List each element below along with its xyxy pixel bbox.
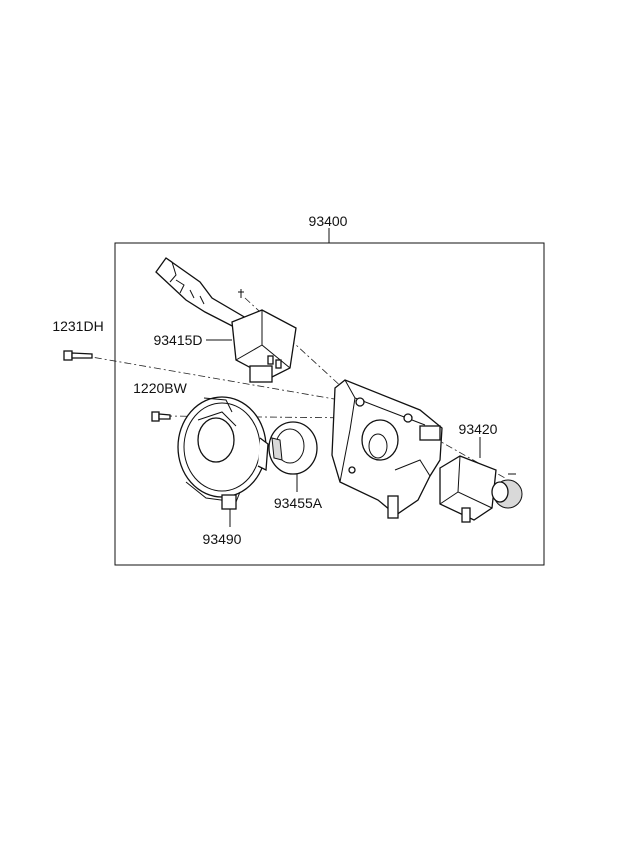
- screw-1220bw-label: 1220BW: [133, 380, 187, 396]
- clock-spring-part: [177, 396, 269, 510]
- ring-label: 93455A: [274, 495, 323, 511]
- lock-switch-label: 93420: [459, 421, 498, 437]
- switch-body-part: [331, 379, 443, 519]
- lock-switch-part: [439, 455, 523, 523]
- clock-spring-label: 93490: [203, 531, 242, 547]
- lever-switch-part: [155, 257, 297, 383]
- lever-switch-label: 93415D: [153, 332, 202, 348]
- screw-1231dh-label: 1231DH: [52, 318, 103, 334]
- assembly-frame: [114, 228, 545, 566]
- ring-part: [268, 421, 318, 475]
- assembly-label: 93400: [309, 213, 348, 229]
- screw-1220bw-part: [151, 411, 171, 422]
- screw-1231dh-part: [63, 350, 93, 361]
